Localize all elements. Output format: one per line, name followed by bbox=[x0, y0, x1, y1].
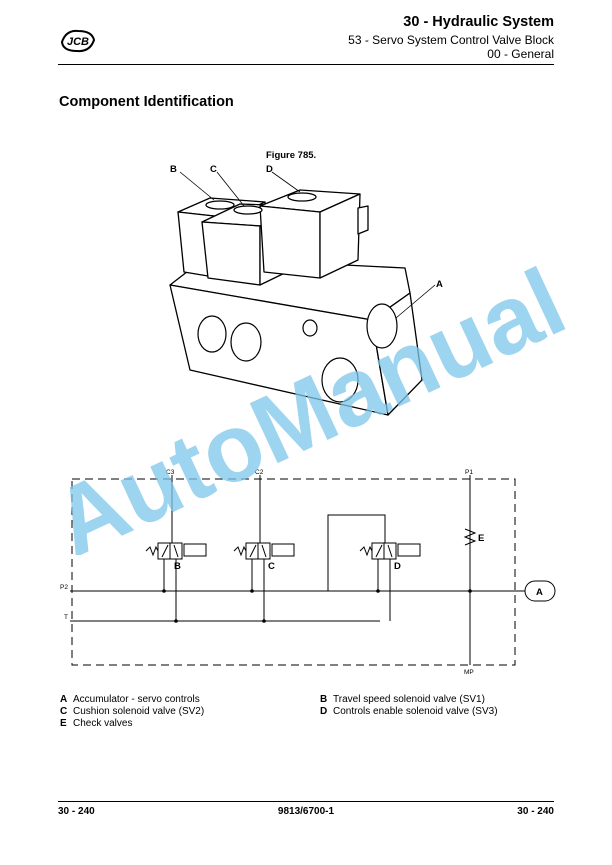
logo-text: JCB bbox=[67, 36, 89, 48]
section-subtitle: 53 - Servo System Control Valve Block bbox=[348, 33, 554, 47]
callout-b: B bbox=[170, 164, 177, 175]
label-b: B bbox=[174, 561, 181, 572]
footer-page-right: 30 - 240 bbox=[517, 806, 554, 817]
hydraulic-schematic: C3 C2 P1 P2 T MP B C D E A bbox=[60, 469, 556, 676]
section-title: Component Identification bbox=[59, 94, 234, 110]
port-mp: MP bbox=[464, 669, 474, 676]
port-p2: P2 bbox=[60, 584, 68, 591]
valve-symbol-d bbox=[359, 542, 421, 560]
port-c3: C3 bbox=[166, 469, 175, 476]
figure-caption: Figure 785. bbox=[266, 150, 317, 161]
callout-a: A bbox=[436, 279, 443, 290]
port-t: T bbox=[64, 614, 68, 621]
callout-c: C bbox=[210, 164, 217, 175]
footer-rule bbox=[58, 801, 554, 802]
jcb-logo: JCB bbox=[60, 29, 96, 53]
valve-symbol-c bbox=[233, 542, 295, 560]
port-p1: P1 bbox=[465, 469, 473, 476]
valve-symbol-b bbox=[145, 542, 207, 560]
subsection-label: 00 - General bbox=[487, 47, 554, 61]
label-c: C bbox=[268, 561, 275, 572]
label-e: E bbox=[478, 533, 484, 544]
port-c2: C2 bbox=[255, 469, 264, 476]
label-d: D bbox=[394, 561, 401, 572]
chapter-title: 30 - Hydraulic System bbox=[403, 14, 554, 30]
callout-d: D bbox=[266, 164, 273, 175]
valve-block-illustration: B C D A bbox=[169, 164, 443, 416]
footer-page-left: 30 - 240 bbox=[58, 806, 95, 817]
label-a: A bbox=[536, 587, 543, 598]
header-rule bbox=[58, 64, 554, 65]
footer-doc-number: 9813/6700-1 bbox=[277, 806, 335, 817]
